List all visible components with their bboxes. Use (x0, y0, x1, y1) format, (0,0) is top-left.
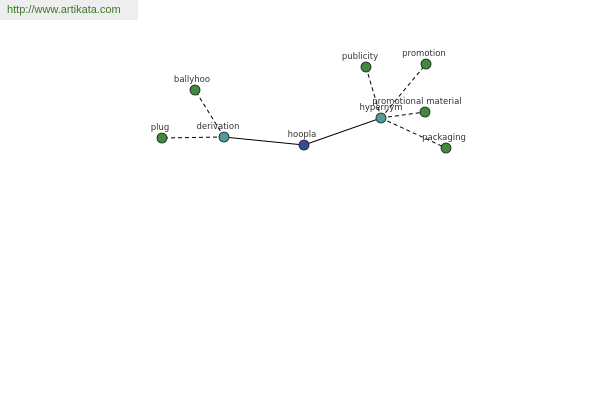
node-hoopla[interactable]: hoopla (288, 130, 317, 151)
node-label-hypernym[interactable]: hypernym (359, 103, 402, 113)
site-url-banner[interactable]: http://www.artikata.com (0, 0, 138, 20)
node-label-hoopla[interactable]: hoopla (288, 130, 317, 140)
node-ballyhoo[interactable]: ballyhoo (174, 75, 210, 96)
node-marker-hoopla[interactable] (298, 139, 310, 151)
node-label-promotion[interactable]: promotion (402, 49, 446, 59)
node-marker-promotion[interactable] (420, 58, 432, 70)
node-hypernym[interactable]: hypernym (359, 103, 403, 124)
node-label-publicity[interactable]: publicity (342, 52, 378, 62)
graph-nodes: hoopla derivation hypernym plug ballyhoo publ… (151, 49, 466, 154)
node-packaging[interactable]: packaging (422, 133, 466, 154)
node-plug[interactable]: plug (151, 123, 170, 144)
graph-edges (161, 63, 447, 149)
edge-hoopla-derivation (223, 136, 305, 146)
node-label-derivation[interactable]: derivation (196, 122, 239, 132)
node-marker-plug[interactable] (156, 132, 168, 144)
node-marker-hypernym[interactable] (375, 112, 387, 124)
edge-hypernym-promotional-material (380, 111, 426, 119)
node-label-promotional-material[interactable]: promotional material (372, 97, 461, 107)
node-promotional-material[interactable]: promotional material (372, 97, 462, 118)
node-marker-promotional-material[interactable] (419, 106, 431, 118)
edge-hypernym-packaging (380, 117, 447, 149)
node-derivation[interactable]: derivation (196, 122, 240, 143)
edge-derivation-plug (161, 136, 225, 139)
node-promotion[interactable]: promotion (402, 49, 446, 70)
edge-hoopla-hypernym (303, 117, 382, 146)
node-marker-ballyhoo[interactable] (189, 84, 201, 96)
node-marker-packaging[interactable] (440, 142, 452, 154)
node-label-packaging[interactable]: packaging (422, 133, 466, 143)
node-publicity[interactable]: publicity (342, 52, 378, 73)
node-marker-publicity[interactable] (360, 61, 372, 73)
node-label-plug[interactable]: plug (151, 123, 170, 133)
site-url-text: http://www.artikata.com (7, 4, 121, 16)
edge-hypernym-promotion (380, 63, 427, 119)
node-label-ballyhoo[interactable]: ballyhoo (174, 75, 210, 85)
node-marker-derivation[interactable] (218, 131, 230, 143)
edge-derivation-ballyhoo (194, 89, 225, 138)
edge-hypernym-publicity (365, 66, 382, 119)
